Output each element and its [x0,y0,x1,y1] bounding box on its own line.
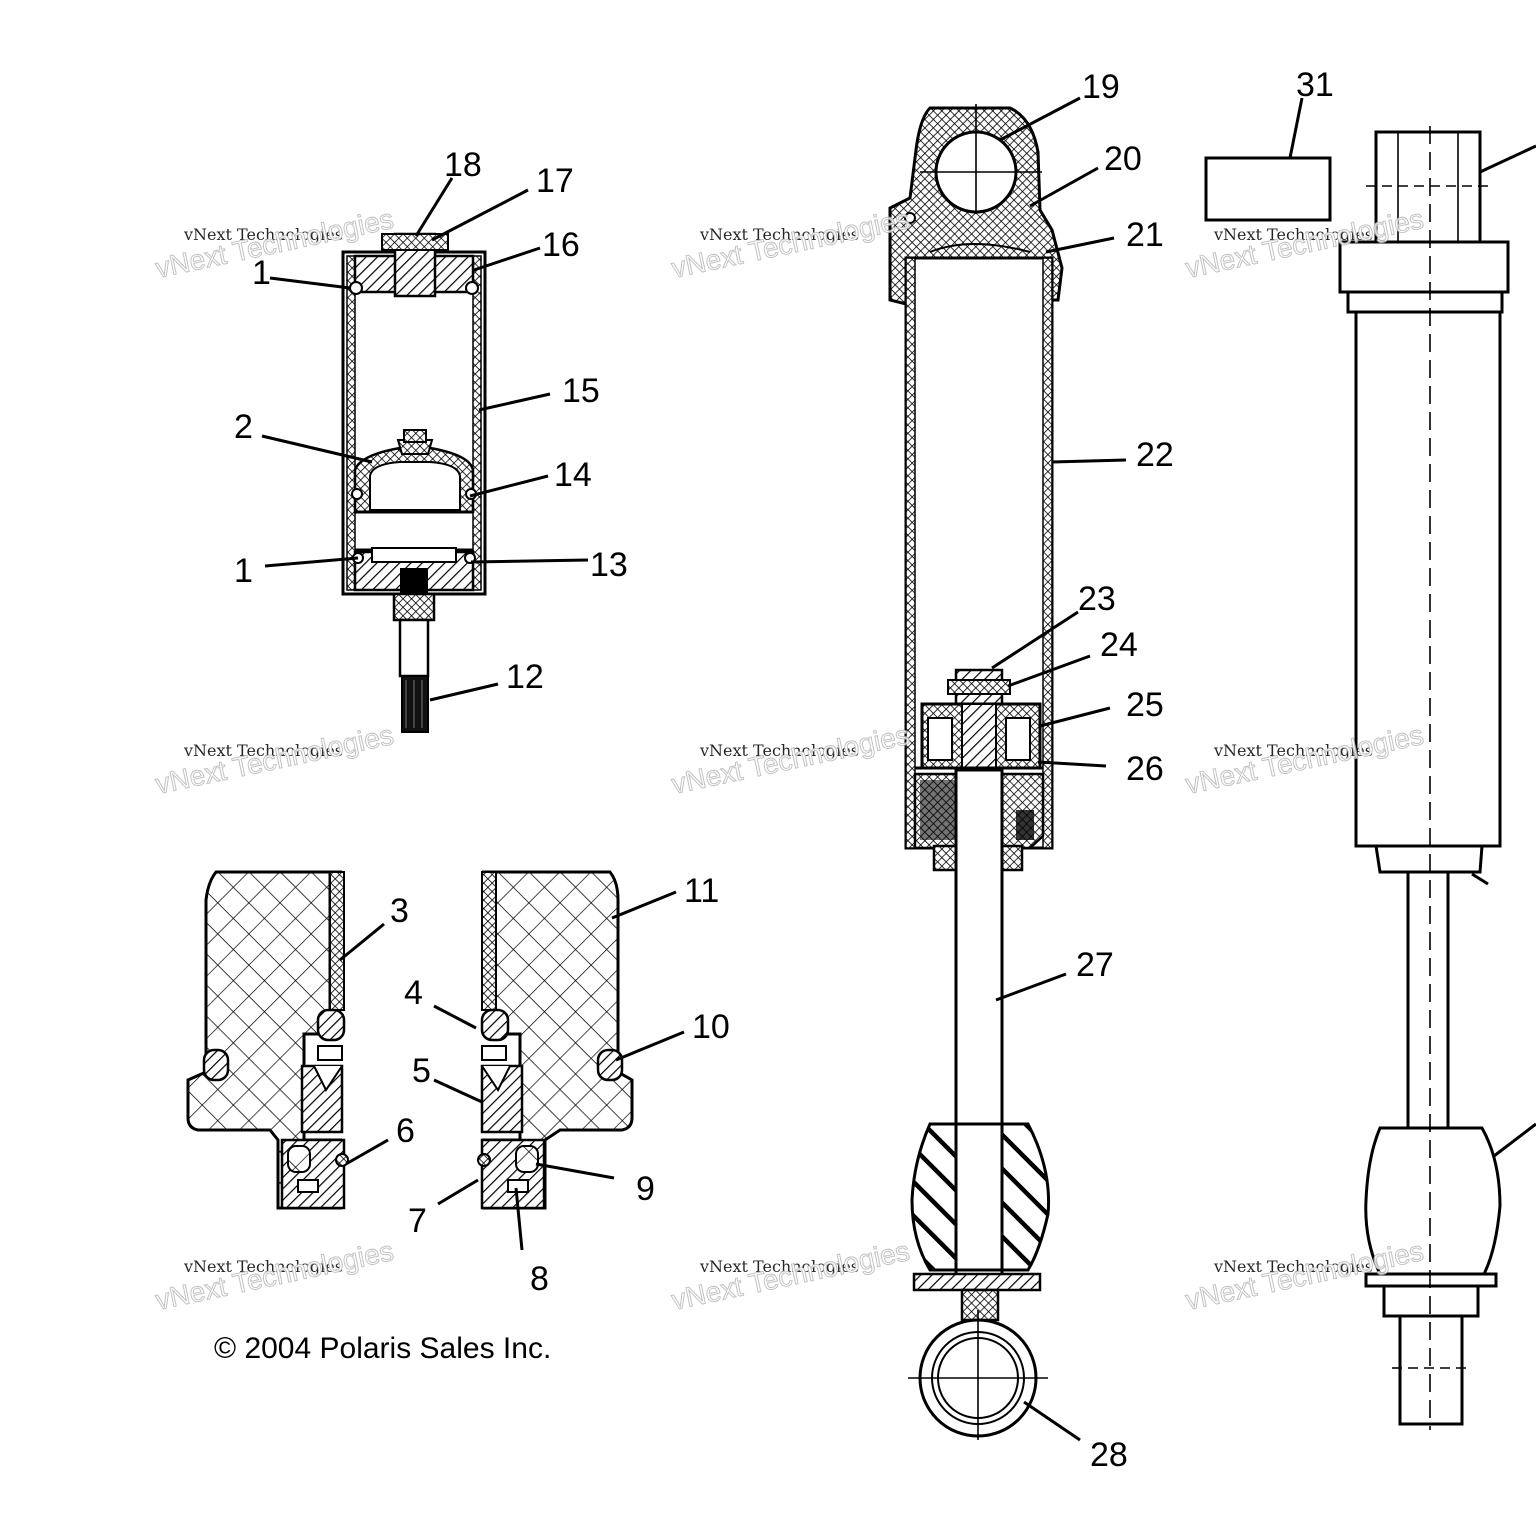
callout-31: 31 [1296,66,1334,104]
callout-7: 7 [408,1202,427,1240]
seal-head-leaders [339,890,685,1251]
callout-21: 21 [1126,216,1164,254]
callout-13: 13 [590,546,628,584]
callout-25: 25 [1126,686,1164,724]
svg-text:vNext Technologies: vNext Technologies [1213,1257,1373,1276]
svg-text:vNext Technologies: vNext Technologies [183,1257,343,1276]
shaft-wall-right [481,871,497,1011]
watermark: vNext Technologies vNext Technologies [152,1235,396,1317]
callout-3: 3 [390,892,409,930]
callout-19: 19 [1082,68,1120,106]
watermark: vNext Technologies vNext Technologies [668,1235,912,1317]
seal-head-detail [186,866,634,1216]
callout-1-upper: 1 [252,254,271,292]
svg-text:vNext Technologies: vNext Technologies [699,1257,859,1276]
shock-assembly [888,104,1064,1440]
callout-8: 8 [530,1260,549,1298]
reservoir-assembly [341,232,487,733]
hose-fitting [392,592,436,622]
callout-2: 2 [234,408,253,446]
callout-15: 15 [562,372,600,410]
svg-text:vNext Technologies: vNext Technologies [699,225,859,244]
callout-14: 14 [554,456,592,494]
callout-24: 24 [1100,626,1138,664]
watermark: vNext Technologies vNext Technologies [152,719,396,801]
callout-1-lower: 1 [234,552,253,590]
svg-text:vNext Technologies: vNext Technologies [1213,741,1373,760]
shaft-wall-left [329,871,345,1011]
svg-text:vNext Technologies: vNext Technologies [1213,225,1373,244]
callout-9: 9 [636,1170,655,1208]
piston [920,702,1042,773]
callout-22: 22 [1136,436,1174,474]
callout-23: 23 [1078,580,1116,618]
svg-text:vNext Technologies: vNext Technologies [183,741,343,760]
svg-text:vNext Technologies: vNext Technologies [699,741,859,760]
shock-external-view [1204,97,1536,1430]
callout-4: 4 [404,974,423,1012]
callout-26: 26 [1126,750,1164,788]
callout-6: 6 [396,1112,415,1150]
shock-leaders [991,96,1127,1442]
callout-18: 18 [444,146,482,184]
spacer [1204,156,1332,222]
callout-5: 5 [412,1052,431,1090]
callout-11: 11 [684,872,719,910]
callout-20: 20 [1104,140,1142,178]
watermark: vNext Technologies vNext Technologies [668,719,912,801]
svg-text:vNext Technologies: vNext Technologies [183,225,343,244]
callout-17: 17 [536,162,574,200]
callout-16: 16 [542,226,580,264]
reservoir-leaders [261,177,589,702]
copyright-notice: © 2004 Polaris Sales Inc. [214,1332,551,1365]
watermark: vNext Technologies vNext Technologies [668,203,912,285]
callout-28: 28 [1090,1436,1128,1474]
reservoir-body [341,250,487,596]
callout-10: 10 [692,1008,730,1046]
callout-labels: 1 1 2 3 4 5 6 7 8 9 10 11 12 13 14 15 16… [234,66,1334,1474]
callout-27: 27 [1076,946,1114,984]
callout-12: 12 [506,658,544,696]
